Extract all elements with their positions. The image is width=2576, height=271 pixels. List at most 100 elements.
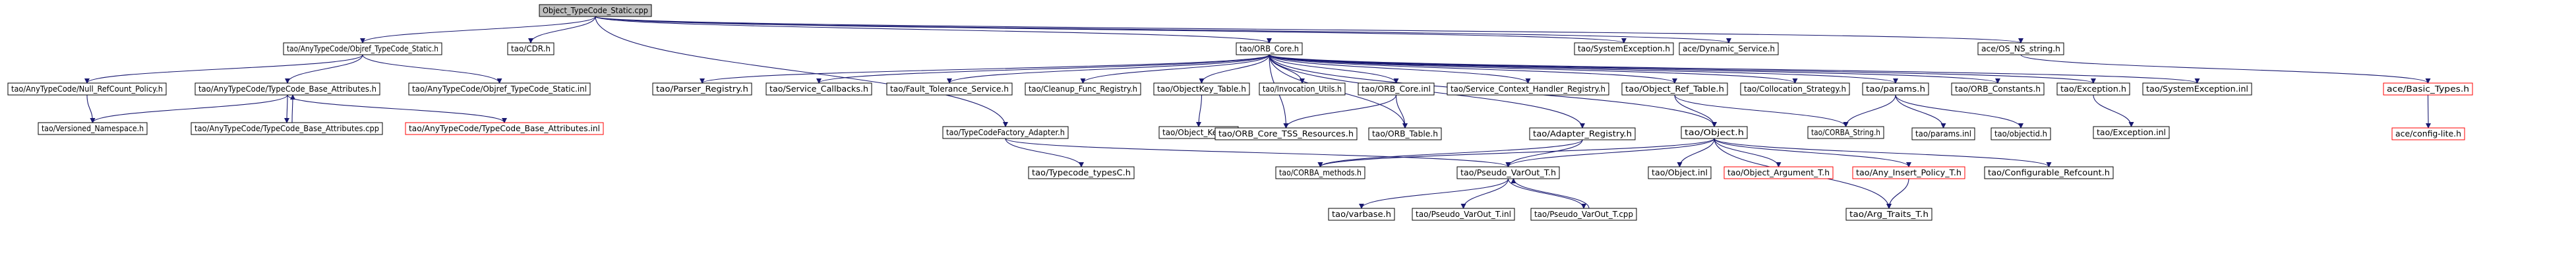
node-box bbox=[1862, 82, 1929, 96]
node-basic_types_h[interactable]: ace/Basic_Types.h bbox=[2383, 82, 2473, 96]
node-box bbox=[1648, 166, 1712, 179]
node-params_h[interactable]: tao/params.h bbox=[1862, 82, 1929, 96]
node-box bbox=[1977, 42, 2064, 55]
node-box bbox=[1447, 82, 1609, 96]
node-dynserv_h[interactable]: ace/Dynamic_Service.h bbox=[1679, 42, 1779, 55]
node-params_inl[interactable]: tao/params.inl bbox=[1911, 127, 1975, 140]
node-ftserv_h[interactable]: tao/Fault_Tolerance_Service.h bbox=[886, 82, 1013, 96]
node-label: tao/objectid.h bbox=[1994, 129, 2047, 138]
node-orb_core_inl[interactable]: tao/ORB_Core.inl bbox=[1358, 82, 1435, 96]
node-box bbox=[408, 82, 591, 96]
node-otcs_inl[interactable]: tao/AnyTypeCode/Objref_TypeCode_Static.i… bbox=[408, 82, 591, 96]
node-typecodetypesc_h[interactable]: tao/Typecode_typesC.h bbox=[1028, 166, 1135, 179]
node-box bbox=[1214, 127, 1358, 140]
node-box bbox=[765, 82, 872, 96]
node-box bbox=[1275, 166, 1365, 179]
node-box bbox=[1530, 208, 1637, 221]
node-colst_h[interactable]: tao/Collocation_Strategy.h bbox=[1740, 82, 1850, 96]
node-corbamethods_h[interactable]: tao/CORBA_methods.h bbox=[1275, 166, 1365, 179]
node-label: tao/Pseudo_VarOut_T.cpp bbox=[1534, 210, 1633, 219]
node-label: ace/Basic_Types.h bbox=[2387, 84, 2469, 94]
edge-basic_types_h-to-config_lite_h bbox=[2425, 94, 2431, 129]
edge-root-to-dynserv_h bbox=[595, 16, 1731, 44]
node-box bbox=[886, 82, 1013, 96]
edge-tcfa_h-to-pvot_h bbox=[1005, 138, 1511, 167]
node-corbastr_h[interactable]: tao/CORBA_String.h bbox=[1807, 126, 1884, 139]
node-orb_core_h[interactable]: tao/ORB_Core.h bbox=[1236, 42, 1303, 55]
node-label: tao/AnyTypeCode/TypeCode_Base_Attributes… bbox=[195, 124, 379, 133]
node-tcba_cpp[interactable]: tao/AnyTypeCode/TypeCode_Base_Attributes… bbox=[191, 122, 383, 135]
edge-nullref_h-to-vns_h bbox=[86, 94, 96, 123]
node-orbconst_h[interactable]: tao/ORB_Constants.h bbox=[1951, 82, 2045, 96]
edge-object_h-to-aipt_h bbox=[1714, 138, 1911, 167]
node-adreg_h[interactable]: tao/Adapter_Registry.h bbox=[1529, 127, 1636, 140]
node-box bbox=[1456, 166, 1560, 179]
node-aipt_h[interactable]: tao/Any_Insert_Policy_T.h bbox=[1852, 166, 1965, 179]
edge-tcba_cpp-to-tcba_h bbox=[289, 94, 295, 123]
node-object_h[interactable]: tao/Object.h bbox=[1681, 126, 1748, 139]
node-sysex_h[interactable]: tao/SystemException.h bbox=[1574, 42, 1674, 55]
node-svccb_h[interactable]: tao/Service_Callbacks.h bbox=[765, 82, 872, 96]
node-tss_h[interactable]: tao/ORB_Core_TSS_Resources.h bbox=[1214, 127, 1358, 140]
node-cdr_h[interactable]: tao/CDR.h bbox=[507, 42, 554, 55]
node-box bbox=[1845, 208, 1932, 221]
node-argtraits_h[interactable]: tao/Arg_Traits_T.h bbox=[1845, 208, 1932, 221]
node-label: tao/CORBA_methods.h bbox=[1279, 168, 1362, 177]
node-oat_h[interactable]: tao/Object_Argument_T.h bbox=[1723, 166, 1834, 179]
node-pvot_cpp[interactable]: tao/Pseudo_VarOut_T.cpp bbox=[1530, 208, 1637, 221]
node-label: Object_TypeCode_Static.cpp bbox=[543, 6, 648, 15]
node-except_inl[interactable]: tao/Exception.inl bbox=[2093, 126, 2170, 139]
node-nullref_h[interactable]: tao/AnyTypeCode/Null_RefCount_Policy.h bbox=[7, 82, 167, 96]
node-parser_h[interactable]: tao/Parser_Registry.h bbox=[652, 82, 752, 96]
node-object_inl[interactable]: tao/Object.inl bbox=[1648, 166, 1712, 179]
edge-root-to-osns_h bbox=[595, 16, 2023, 44]
edge-otcs_h-to-tcba_h bbox=[285, 54, 363, 84]
node-box bbox=[507, 42, 554, 55]
edge-pvot_h-to-varbase_h bbox=[1359, 178, 1509, 209]
node-objectid_h[interactable]: tao/objectid.h bbox=[1991, 127, 2051, 140]
edge-params_h-to-corbastr_h bbox=[1843, 94, 1896, 127]
node-tcba_inl[interactable]: tao/AnyTypeCode/TypeCode_Base_Attributes… bbox=[405, 122, 604, 135]
node-box bbox=[1529, 127, 1636, 140]
node-otcs_h[interactable]: tao/AnyTypeCode/Objref_TypeCode_Static.h bbox=[283, 42, 442, 55]
edge-orb_core_h-to-cleanup_h bbox=[1080, 54, 1270, 84]
node-label: tao/SystemException.inl bbox=[2146, 84, 2248, 94]
node-label: tao/Cleanup_Func_Registry.h bbox=[1029, 84, 1137, 94]
node-box bbox=[2093, 126, 2170, 139]
edge-orb_core_inl-to-tss_h bbox=[1283, 94, 1397, 129]
node-root[interactable]: Object_TypeCode_Static.cpp bbox=[539, 4, 652, 17]
node-box bbox=[1621, 82, 1728, 96]
node-orbtable_h[interactable]: tao/ORB_Table.h bbox=[1368, 127, 1442, 140]
node-ort_h[interactable]: tao/Object_Ref_Table.h bbox=[1621, 82, 1728, 96]
node-label: tao/Object.inl bbox=[1652, 168, 1708, 177]
node-box bbox=[1911, 127, 1975, 140]
node-config_lite_h[interactable]: ace/config-lite.h bbox=[2391, 127, 2465, 140]
edge-root-to-orb_core_h bbox=[595, 16, 1272, 44]
node-except_h[interactable]: tao/Exception.h bbox=[2056, 82, 2130, 96]
edge-object_h-to-pvot_h bbox=[1505, 138, 1715, 167]
edge-params_h-to-params_inl bbox=[1895, 94, 1946, 129]
node-confrc_h[interactable]: tao/Configurable_Refcount.h bbox=[1984, 166, 2114, 179]
edge-object_h-to-confrc_h bbox=[1714, 138, 2052, 167]
edge-adreg_h-to-corbamethods_h bbox=[1317, 139, 1583, 167]
node-sch_h[interactable]: tao/Service_Context_Handler_Registry.h bbox=[1447, 82, 1609, 96]
node-sysex_inl[interactable]: tao/SystemException.inl bbox=[2142, 82, 2252, 96]
node-okt_h[interactable]: tao/ObjectKey_Table.h bbox=[1153, 82, 1250, 96]
node-label: tao/Object_Argument_T.h bbox=[1727, 168, 1830, 177]
node-tcfa_h[interactable]: tao/TypeCodeFactory_Adapter.h bbox=[942, 126, 1069, 139]
node-box bbox=[1723, 166, 1834, 179]
node-vns_h[interactable]: tao/Versioned_Namespace.h bbox=[38, 122, 148, 135]
node-tcba_h[interactable]: tao/AnyTypeCode/TypeCode_Base_Attributes… bbox=[195, 82, 380, 96]
node-varbase_h[interactable]: tao/varbase.h bbox=[1328, 208, 1395, 221]
node-invut_h[interactable]: tao/Invocation_Utils.h bbox=[1259, 82, 1346, 96]
node-box bbox=[2142, 82, 2252, 96]
edge-okt_h-to-objkeyc_h bbox=[1196, 94, 1203, 127]
node-label: tao/Invocation_Utils.h bbox=[1263, 84, 1342, 94]
node-pvot_h[interactable]: tao/Pseudo_VarOut_T.h bbox=[1456, 166, 1560, 179]
node-box bbox=[7, 82, 167, 96]
node-osns_h[interactable]: ace/OS_NS_string.h bbox=[1977, 42, 2064, 55]
edge-root-to-cdr_h bbox=[528, 16, 596, 44]
node-cleanup_h[interactable]: tao/Cleanup_Func_Registry.h bbox=[1025, 82, 1141, 96]
node-pvot_inl[interactable]: tao/Pseudo_VarOut_T.inl bbox=[1412, 208, 1515, 221]
node-label: tao/Arg_Traits_T.h bbox=[1849, 210, 1929, 219]
